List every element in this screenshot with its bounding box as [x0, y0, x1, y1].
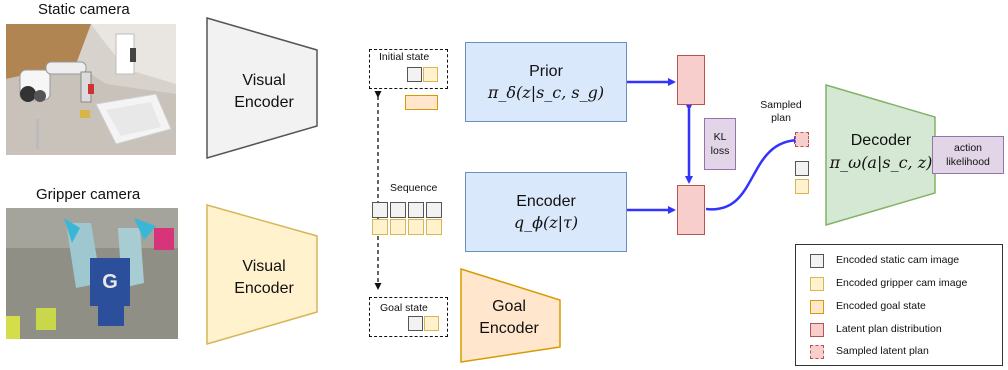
visual-encoder-top-line2: Encoder [234, 94, 294, 111]
visual-encoder-top-line1: Visual [242, 72, 286, 89]
initial-static-embedding [407, 67, 422, 82]
sampled-plan-line2: plan [771, 112, 791, 124]
legend-label-gripper: Encoded gripper cam image [836, 277, 968, 289]
goal-state-box [369, 297, 448, 337]
initial-goal-embedding [405, 95, 438, 110]
prior-block: Prior π_δ(z|s_c, s_g) [465, 42, 627, 122]
legend-swatch-static [810, 254, 824, 268]
decoder-label: Decoder π_ω(a|s_c, z) [826, 132, 936, 172]
sequence-gripper-1 [372, 219, 388, 235]
sequence-static-3 [408, 202, 424, 218]
action-line2: likelihood [946, 156, 990, 168]
legend-swatch-sampled [810, 345, 824, 359]
sampled-plan-line1: Sampled [760, 99, 802, 111]
visual-encoder-bottom-label: Visual Encoder [224, 256, 304, 300]
svg-text:G: G [102, 271, 118, 293]
prior-title: Prior [529, 62, 563, 80]
decoder-title: Decoder [850, 132, 912, 149]
sequence-static-2 [390, 202, 406, 218]
legend-swatch-goal [810, 300, 824, 314]
sequence-gripper-4 [426, 219, 442, 235]
visual-encoder-top-label: Visual Encoder [224, 70, 304, 114]
sequence-static-4 [426, 202, 442, 218]
visual-encoder-top-shape [206, 17, 318, 159]
sequence-gripper-2 [390, 219, 406, 235]
goal-encoder-shape [460, 267, 561, 363]
legend-label-sampled: Sampled latent plan [836, 345, 929, 357]
goal-encoder-line2: Encoder [479, 320, 539, 337]
legend-label-goal: Encoded goal state [836, 300, 926, 312]
latent-plan-prior [677, 55, 705, 105]
initial-state-box [369, 49, 448, 89]
legend-label-static: Encoded static cam image [836, 254, 960, 266]
encoder-title: Encoder [516, 192, 576, 210]
visual-encoder-bottom-line2: Encoder [234, 280, 294, 297]
static-camera-image [6, 24, 176, 155]
sequence-static-1 [372, 202, 388, 218]
initial-state-label: Initial state [379, 51, 430, 63]
decoder-gripper-embedding [795, 179, 809, 194]
legend-label-latent: Latent plan distribution [836, 323, 942, 335]
visual-encoder-bottom-shape [206, 204, 318, 345]
goal-encoder-line1: Goal [492, 298, 526, 315]
gripper-camera-label: Gripper camera [36, 186, 141, 203]
sampled-plan-embedding [795, 132, 809, 147]
static-camera-label: Static camera [38, 1, 130, 18]
sampled-plan-label: Sampled plan [756, 99, 806, 125]
goal-state-label: Goal state [380, 302, 428, 314]
kl-line2: loss [710, 145, 730, 157]
action-line1: action [953, 142, 983, 154]
sequence-gripper-3 [408, 219, 424, 235]
latent-to-sampled-arrow [705, 136, 802, 211]
encoder-formula: q_ϕ(z|τ) [513, 212, 579, 232]
goal-gripper-embedding [424, 316, 439, 331]
legend-swatch-gripper [810, 277, 824, 291]
encoder-block: Encoder q_ϕ(z|τ) [465, 172, 627, 252]
decoder-formula: π_ω(a|s_c, z) [829, 153, 933, 172]
prior-formula: π_δ(z|s_c, s_g) [487, 82, 605, 102]
action-likelihood-box: action likelihood [932, 136, 1004, 174]
decoder-static-embedding [795, 161, 809, 176]
latent-plan-encoder [677, 185, 705, 235]
goal-encoder-label: Goal Encoder [464, 296, 554, 340]
kl-loss-box: KL loss [704, 118, 736, 170]
decoder-shape [825, 83, 936, 227]
kl-line1: KL [713, 131, 727, 143]
goal-static-embedding [408, 316, 423, 331]
visual-encoder-bottom-line1: Visual [242, 258, 286, 275]
sequence-label: Sequence [390, 182, 438, 194]
initial-gripper-embedding [423, 67, 438, 82]
gripper-camera-image: G [6, 208, 178, 339]
legend: Encoded static cam image Encoded gripper… [795, 244, 1003, 366]
legend-swatch-latent [810, 323, 824, 337]
